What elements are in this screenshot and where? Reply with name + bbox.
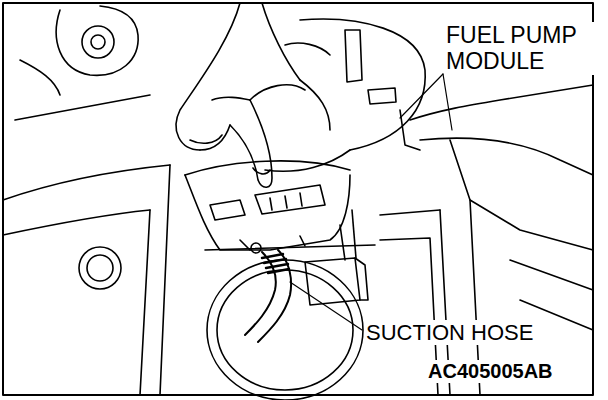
- leader-lines: [290, 74, 452, 330]
- part-label: FUEL PUMP MODULE: [444, 22, 598, 75]
- fuel-pump-module: [185, 161, 350, 253]
- figure-code: AC405005AB: [426, 360, 555, 383]
- bolt-boss: [15, 6, 150, 120]
- gloved-hand: [176, 3, 330, 187]
- tank-hole: [79, 247, 121, 289]
- tank-outline: [3, 85, 593, 395]
- part-label: SUCTION HOSE: [364, 320, 535, 345]
- fuel-pump-body: [305, 210, 368, 305]
- module-cap: [265, 19, 425, 171]
- service-opening: [205, 245, 375, 400]
- suction-hose: [245, 250, 291, 342]
